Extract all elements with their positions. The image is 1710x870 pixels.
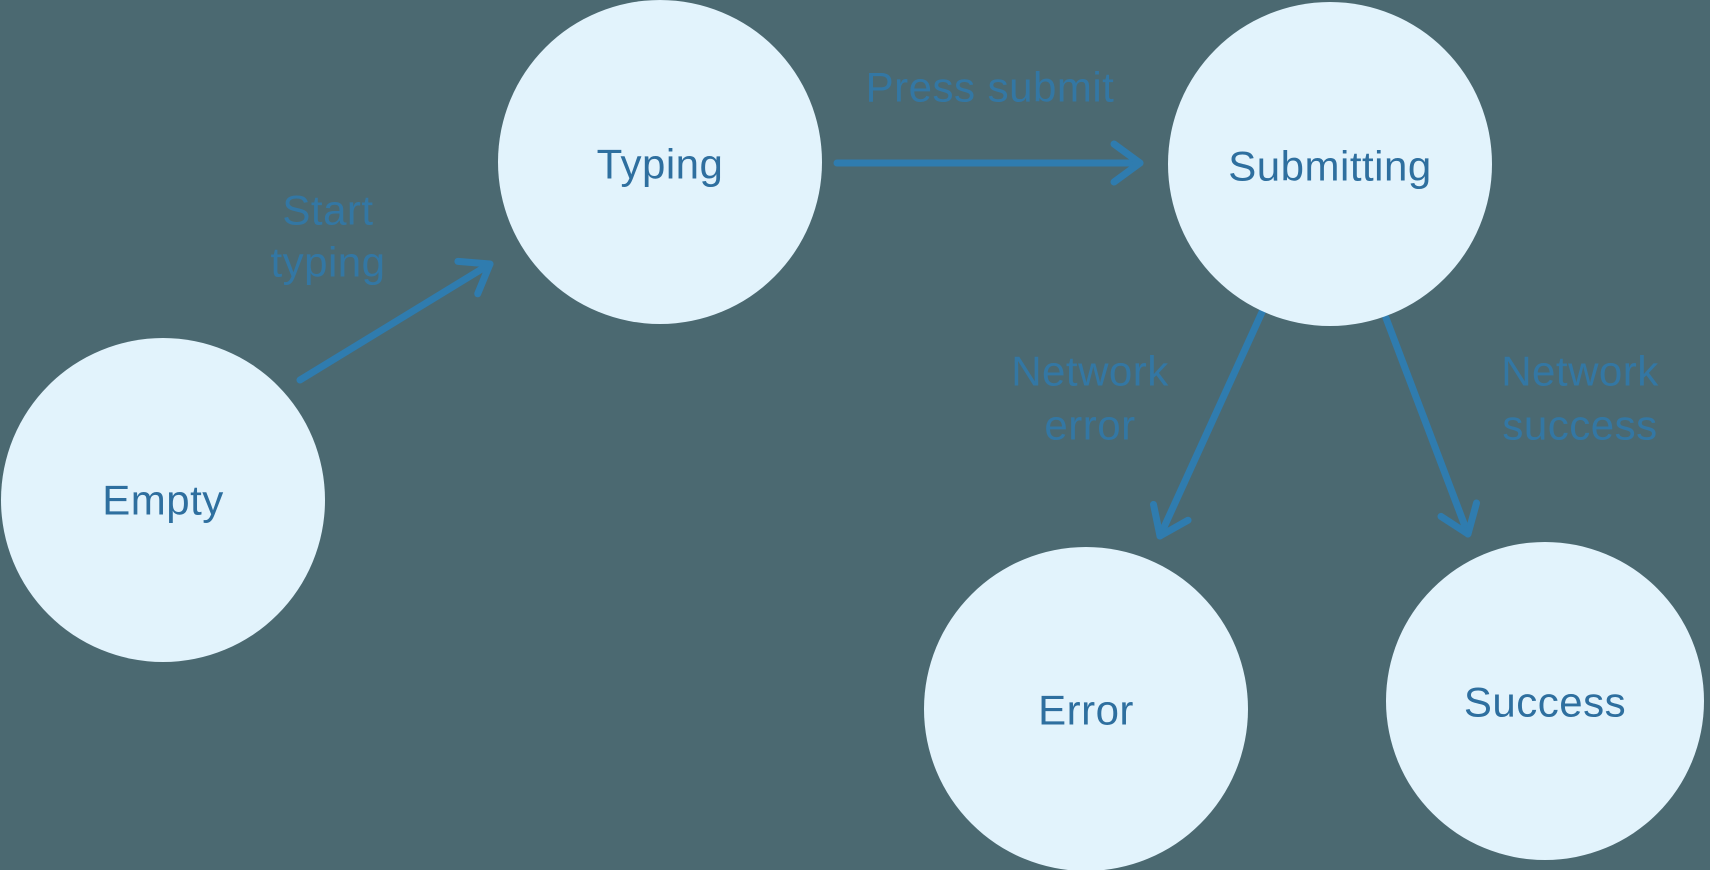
node-success-label: Success — [1464, 679, 1626, 726]
start-typing-arrow — [296, 257, 494, 384]
network-success-label-line1: Network — [1501, 348, 1659, 395]
node-submitting-label: Submitting — [1228, 143, 1431, 190]
edge-network-error: Network error — [1011, 306, 1267, 540]
node-submitting-circle — [1168, 2, 1492, 326]
node-error-circle — [924, 547, 1248, 870]
node-typing-circle — [498, 0, 822, 324]
edge-network-success: Network success — [1382, 314, 1659, 538]
node-empty-circle — [1, 338, 325, 662]
node-submitting: Submitting — [1168, 2, 1492, 326]
network-error-arrow — [1149, 306, 1267, 540]
node-empty: Empty — [1, 338, 325, 662]
network-error-label-line2: error — [1044, 402, 1135, 449]
edge-press-submit: Press submit — [833, 64, 1144, 186]
network-success-arrow — [1382, 314, 1481, 538]
start-typing-label-line1: Start — [282, 187, 373, 234]
edge-start-typing: Start typing — [270, 187, 494, 384]
node-success-circle — [1386, 542, 1704, 860]
press-submit-label: Press submit — [866, 64, 1115, 111]
node-typing-label: Typing — [597, 141, 724, 188]
network-success-label-line2: success — [1502, 402, 1657, 449]
node-empty-label: Empty — [102, 477, 224, 524]
node-typing: Typing — [498, 0, 822, 324]
network-error-label-line1: Network — [1011, 348, 1169, 395]
start-typing-label-line2: typing — [270, 239, 385, 286]
node-error-label: Error — [1038, 687, 1134, 734]
node-error: Error — [924, 547, 1248, 870]
node-success: Success — [1386, 542, 1704, 860]
